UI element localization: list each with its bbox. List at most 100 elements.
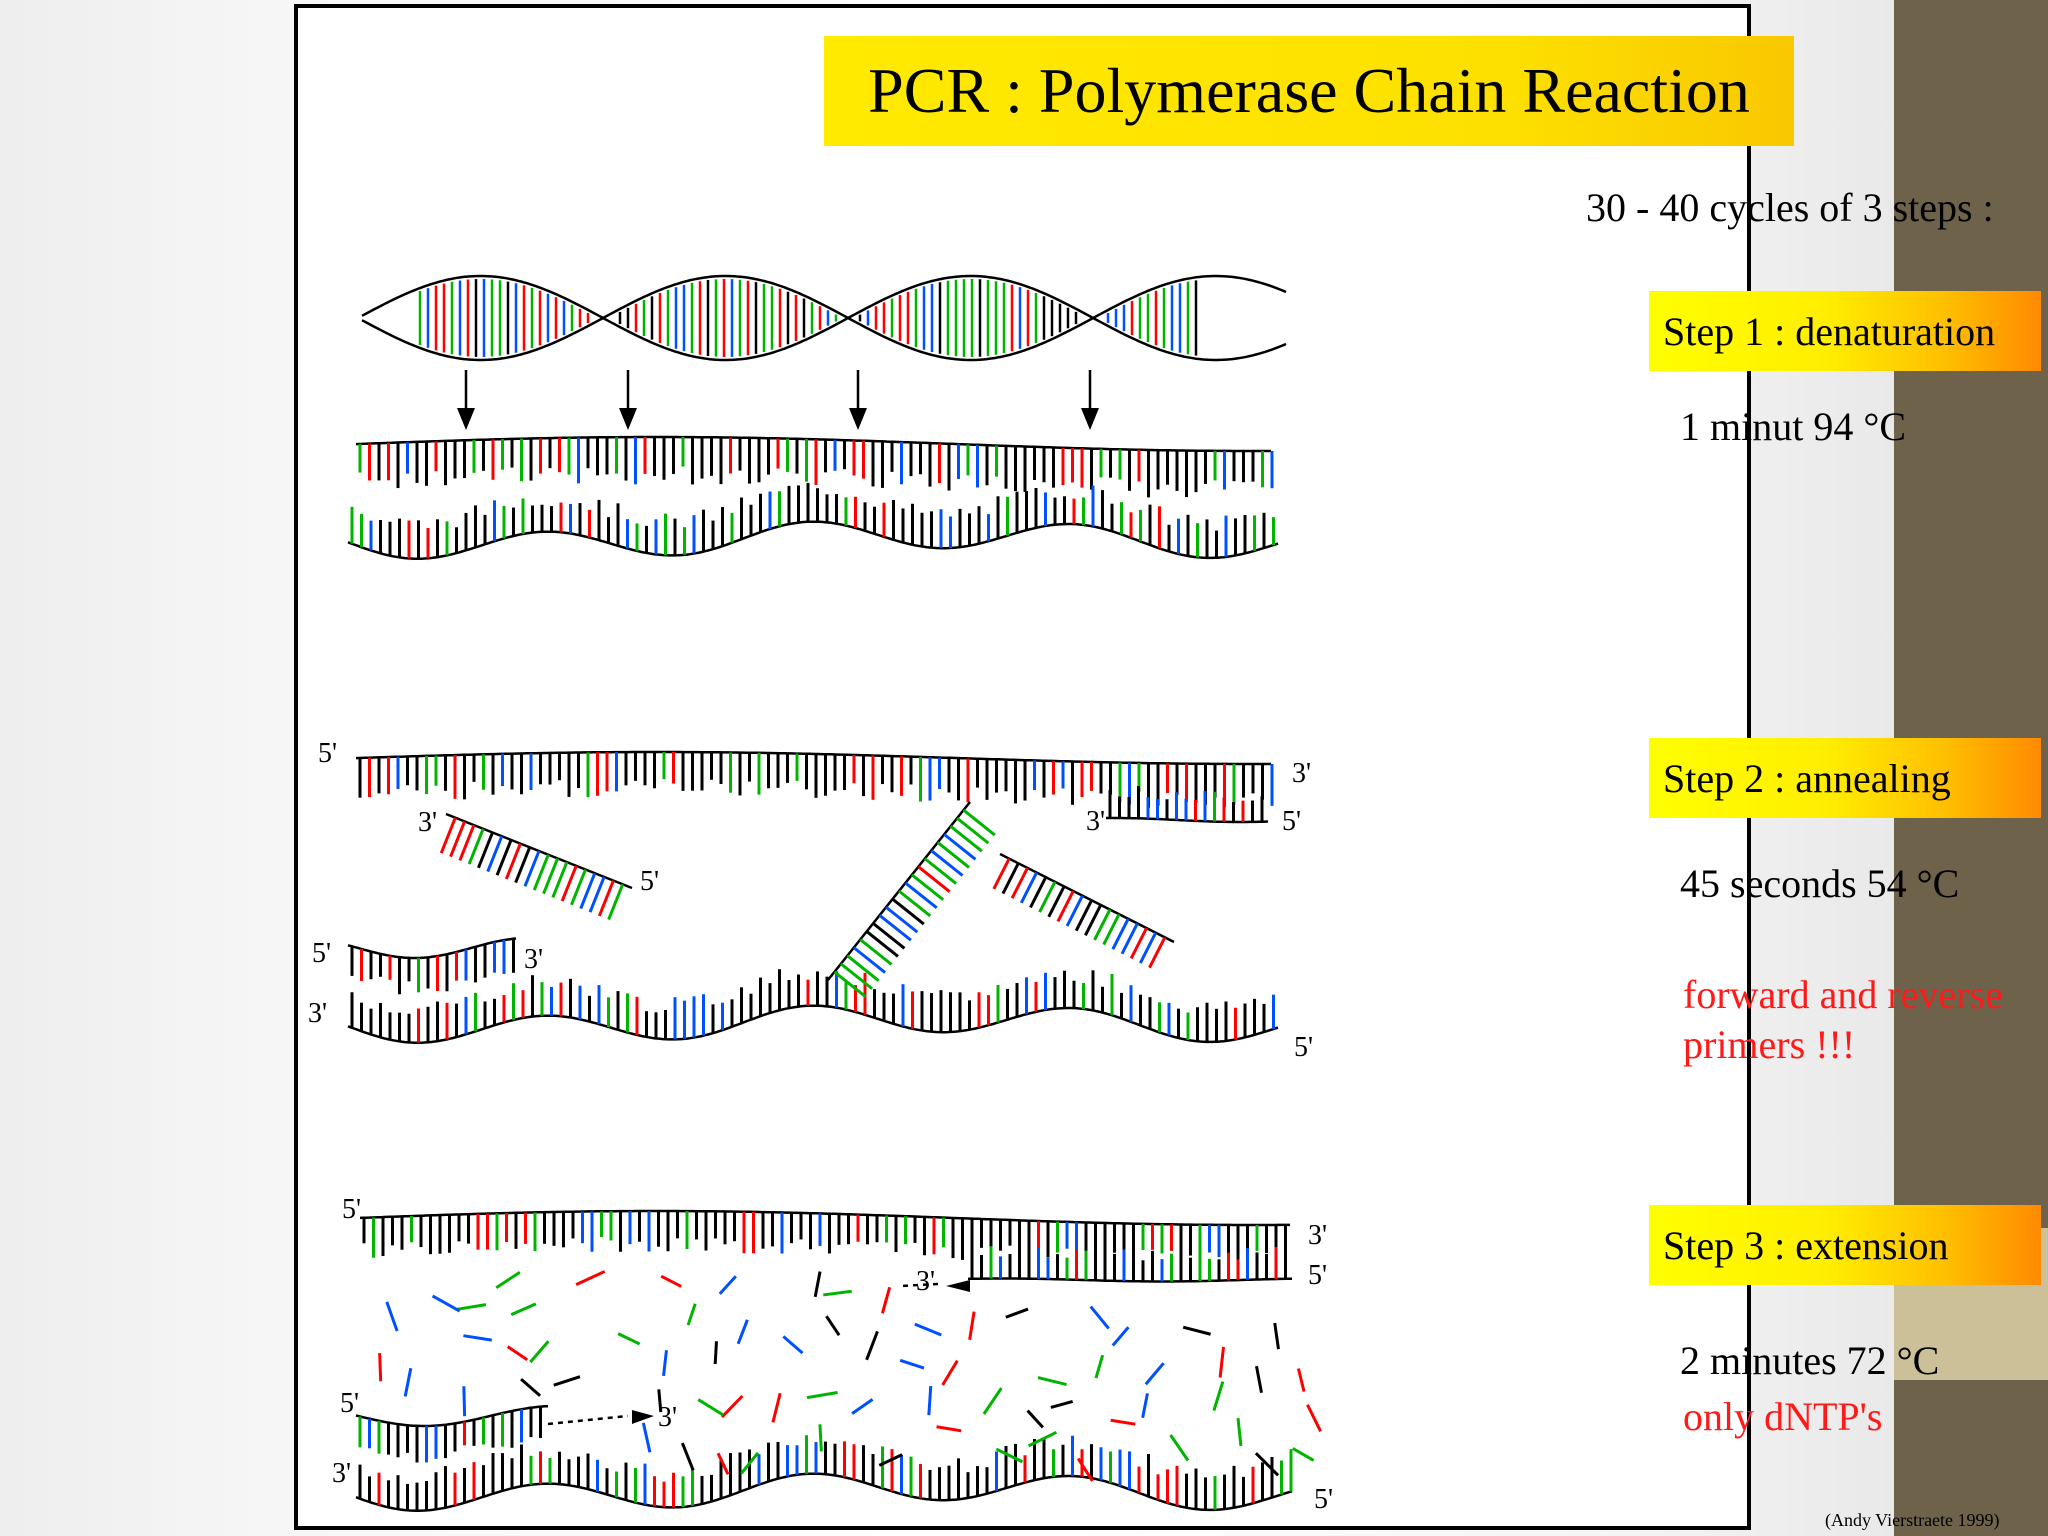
- slide-frame: 5'3'3'5'3'5'5'3'3'5'5'3'5'3'5'3'3'5' PCR…: [294, 4, 2041, 1530]
- label-3prime: 3': [524, 944, 543, 975]
- base: [878, 914, 912, 942]
- dntp: [1254, 1452, 1280, 1477]
- dntp: [1094, 1354, 1105, 1379]
- helix-strand-b: [361, 274, 1287, 362]
- page-title: PCR : Polymerase Chain Reaction: [868, 55, 1750, 126]
- primer-note: forward and reverse primers !!!: [1683, 972, 2003, 1067]
- step3-condition: 2 minutes 72 °C: [1680, 1338, 1940, 1383]
- base: [1019, 871, 1038, 904]
- dntp: [1218, 1346, 1226, 1378]
- base: [910, 873, 945, 901]
- template-strand-bottom-backbone: [347, 520, 1279, 560]
- dntp: [1144, 1362, 1165, 1386]
- dntp: [378, 1353, 383, 1382]
- dntp: [657, 1389, 663, 1413]
- base: [570, 868, 587, 906]
- step3-label: Step 3 : extension: [1663, 1222, 1949, 1268]
- base: [859, 938, 893, 966]
- base: [891, 897, 925, 926]
- annealed-primer-left: [347, 937, 517, 995]
- step3-template-top: [359, 1209, 1290, 1267]
- base: [839, 962, 874, 990]
- base: [504, 843, 522, 880]
- step2-template-top-backbone: [355, 750, 1271, 766]
- template-strand-bottom: [347, 482, 1279, 560]
- step1-separated-strands: [347, 435, 1279, 560]
- label-3prime: 3': [658, 1402, 677, 1433]
- dntp: [520, 1377, 542, 1397]
- base: [542, 857, 559, 895]
- label-5prime: 5': [312, 938, 331, 969]
- arrow-head: [619, 408, 637, 430]
- dntp: [1182, 1325, 1211, 1336]
- dntp: [455, 1303, 487, 1312]
- dntp: [936, 1425, 962, 1433]
- label-5prime: 5': [1308, 1260, 1327, 1291]
- dntp-note: only dNTP's: [1683, 1394, 1883, 1439]
- dntp: [385, 1301, 399, 1332]
- base: [872, 922, 906, 950]
- step2-strands: [347, 750, 1279, 1044]
- base: [1102, 913, 1121, 946]
- free-primer-3: [992, 852, 1175, 969]
- dntp: [818, 1424, 823, 1452]
- label-3prime: 3': [1308, 1220, 1327, 1251]
- base: [1010, 867, 1029, 899]
- base: [532, 854, 550, 891]
- base: [1047, 885, 1066, 918]
- base: [930, 849, 964, 877]
- dntp: [686, 1303, 697, 1326]
- dntp: [1050, 1400, 1074, 1409]
- dntp: [462, 1386, 467, 1417]
- dntp: [740, 1451, 760, 1475]
- template-strand-top: [355, 435, 1274, 498]
- step1-double-helix: [361, 274, 1287, 362]
- base: [1148, 936, 1167, 969]
- extending-strand-top-backbone: [967, 1277, 1293, 1283]
- base: [898, 889, 932, 918]
- base: [495, 839, 513, 876]
- dntp: [553, 1375, 581, 1387]
- dntp: [1027, 1430, 1058, 1448]
- base: [597, 880, 615, 917]
- step1-banner: Step 1 : denaturation: [1649, 291, 2041, 371]
- base: [923, 857, 958, 885]
- base: [579, 872, 597, 910]
- dntp: [660, 1274, 682, 1288]
- base: [560, 865, 578, 902]
- credit: (Andy Vierstraete 1999): [1825, 1510, 2000, 1530]
- dntp: [806, 1390, 838, 1400]
- cycles-subtitle: 30 - 40 cycles of 3 steps :: [1586, 185, 1994, 230]
- base: [477, 831, 494, 869]
- base: [607, 883, 625, 921]
- dntp: [825, 1315, 841, 1336]
- pcr-diagram: 5'3'3'5'3'5'5'3'3'5'5'3'5'3'5'3'3'5': [308, 274, 1333, 1515]
- dntp: [982, 1387, 1003, 1415]
- free-primer-1: [439, 812, 633, 921]
- base: [949, 825, 983, 853]
- dntp: [1110, 1418, 1136, 1426]
- base: [992, 857, 1011, 890]
- dntp: [617, 1332, 641, 1346]
- dntp: [851, 1398, 874, 1415]
- label-5prime: 5': [340, 1388, 359, 1419]
- dntp: [823, 1289, 852, 1297]
- dntp: [1255, 1365, 1263, 1394]
- label-3prime: 3': [1086, 806, 1105, 837]
- template-strand-top-backbone: [355, 435, 1271, 453]
- dntp: [736, 1319, 749, 1345]
- base: [846, 954, 880, 982]
- dntp: [1026, 1409, 1044, 1429]
- base: [588, 876, 606, 913]
- base: [904, 881, 938, 910]
- dntp: [1306, 1404, 1322, 1432]
- base: [1074, 899, 1093, 932]
- label-5prime: 5': [1294, 1032, 1313, 1063]
- base: [467, 828, 485, 865]
- dntp: [662, 1350, 668, 1377]
- base: [1129, 927, 1148, 960]
- dntp: [1076, 1457, 1094, 1482]
- base: [1093, 908, 1112, 941]
- base: [1065, 895, 1084, 927]
- dntp: [510, 1302, 537, 1316]
